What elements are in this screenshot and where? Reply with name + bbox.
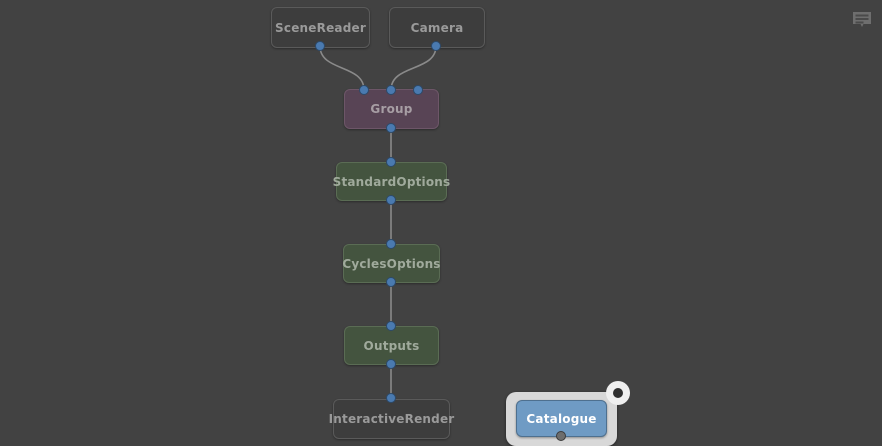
node-label-cyclesOptions: CyclesOptions	[342, 256, 441, 271]
connector-in-cyclesOptions-0[interactable]	[386, 239, 396, 249]
node-focus-badge[interactable]	[606, 381, 630, 405]
node-label-outputs: Outputs	[363, 338, 420, 353]
connector-in-interactiveRender-0[interactable]	[386, 393, 396, 403]
node-label-group: Group	[370, 102, 413, 116]
node-label-interactiveRender: InteractiveRender	[328, 412, 455, 426]
node-label-sceneReader: SceneReader	[275, 20, 366, 35]
node-interactiveRender[interactable]: InteractiveRender	[329, 399, 454, 439]
connector-out-camera-0[interactable]	[431, 41, 441, 51]
connector-out-catalogue-0[interactable]	[556, 431, 566, 441]
connector-out-outputs-0[interactable]	[386, 359, 396, 369]
node-label-catalogue: Catalogue	[526, 411, 597, 426]
edge-sceneReader-to-group[interactable]	[319, 45, 365, 91]
node-label-camera: Camera	[410, 20, 464, 35]
connector-in-outputs-0[interactable]	[386, 321, 396, 331]
edge-camera-to-group[interactable]	[390, 45, 437, 91]
connector-out-standardOptions-0[interactable]	[386, 195, 396, 205]
connector-in-group-2[interactable]	[413, 85, 423, 95]
annotation-bubble-glyph	[853, 12, 871, 27]
annotation-bubble-icon[interactable]	[851, 10, 873, 32]
connector-out-sceneReader-0[interactable]	[315, 41, 325, 51]
connector-in-group-1[interactable]	[386, 85, 396, 95]
connector-in-standardOptions-0[interactable]	[386, 157, 396, 167]
connector-out-group-0[interactable]	[386, 123, 396, 133]
connector-in-group-0[interactable]	[359, 85, 369, 95]
connector-out-cyclesOptions-0[interactable]	[386, 277, 396, 287]
node-label-standardOptions: StandardOptions	[332, 174, 451, 189]
